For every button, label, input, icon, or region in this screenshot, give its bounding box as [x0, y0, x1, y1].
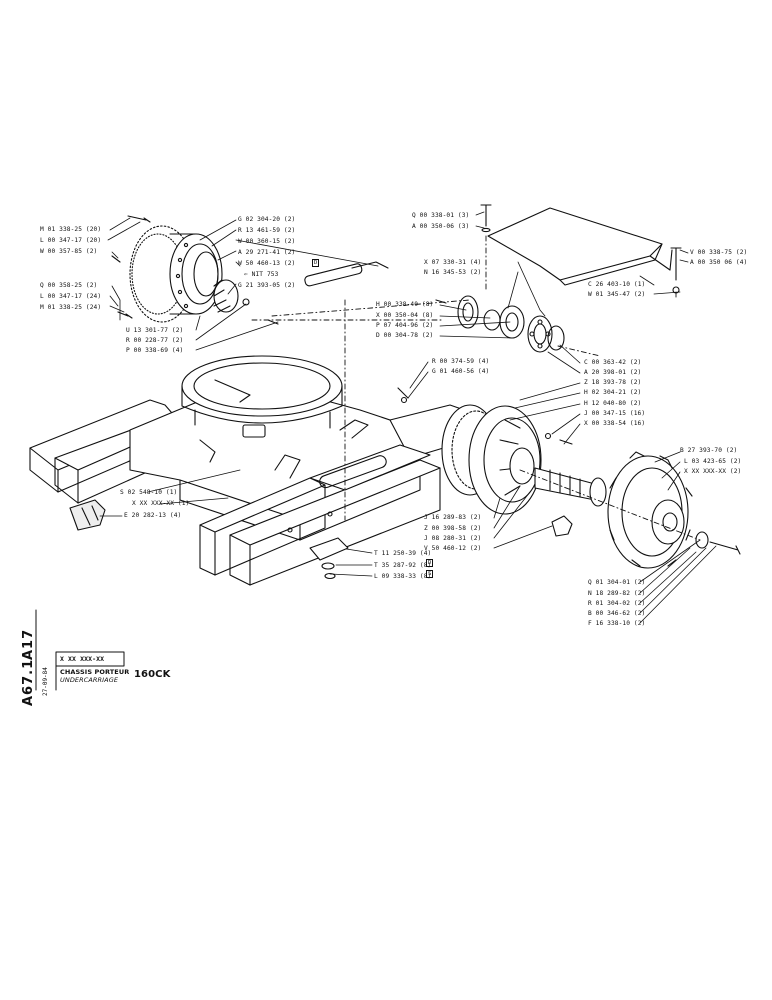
part-label: X 07 330-31 (4) [424, 259, 482, 266]
part-label: V 50 460-12 (2) [424, 545, 482, 552]
title-fr: CHASSIS PORTEUR [60, 668, 130, 676]
part-label: U 13 301-77 (2) [126, 327, 184, 334]
part-label: H 12 040-80 (2) [584, 400, 642, 407]
center-lines [251, 235, 701, 541]
idler-sprocket [607, 451, 741, 569]
part-label: X XX XXX-XX (1) [132, 500, 190, 507]
part-label: J 00 347-15 (16) [584, 410, 646, 417]
part-label: L 00 347-17 (24) [40, 293, 102, 300]
part-label: W 00 360-15 (2) [238, 238, 296, 245]
drive-shaft [534, 467, 607, 507]
part-label: E 20 282-13 (4) [124, 512, 182, 519]
part-label: L 00 347-17 (20) [40, 237, 102, 244]
part-label: Z 18 393-78 (2) [584, 379, 642, 386]
part-label: Z 00 398-58 (2) [424, 525, 482, 532]
part-label: W 00 357-85 (2) [40, 248, 98, 255]
part-label: M 01 338-25 (20) [40, 226, 102, 233]
part-label: C 26 403-10 (1) [588, 281, 646, 288]
part-label: B 27 393-70 (2) [680, 447, 738, 454]
part-label: R 01 304-02 (2) [588, 600, 646, 607]
part-label: T 35 287-92 (8) [374, 562, 432, 569]
part-label: Q 00 338-01 (3) [412, 212, 470, 219]
part-label: B 00 346-62 (2) [588, 610, 646, 617]
part-label: N 18 289-82 (2) [588, 590, 646, 597]
part-label: H 02 304-21 (2) [584, 389, 642, 396]
nit-reference: ⇐ NIT 753 [244, 271, 279, 278]
part-label: T 11 250-39 (4) [374, 550, 432, 557]
part-label: C 00 363-42 (2) [584, 359, 642, 366]
ref-box-d: D [312, 259, 320, 267]
pad-part [69, 499, 106, 531]
part-label: L 09 338-33 (8) [374, 573, 432, 580]
part-label: A 29 271-41 (2) [238, 249, 296, 256]
ref-box-d-lower: D [426, 559, 434, 567]
part-label: V 00 338-75 (2) [690, 249, 748, 256]
title-block-frame [35, 609, 125, 691]
drive-motor-assembly [111, 215, 389, 325]
part-label: R 00 228-77 (2) [126, 337, 184, 344]
section-code: A17 [21, 628, 36, 660]
part-label: A 00 350-06 (3) [412, 223, 470, 230]
part-label: P 07 404-96 (2) [376, 322, 434, 329]
part-label: R 00 374-59 (4) [432, 358, 490, 365]
part-label: S 02 548-10 (1) [120, 489, 178, 496]
drive-sprocket [441, 404, 573, 515]
part-label: J 08 280-31 (2) [424, 535, 482, 542]
part-label: X 00 338-54 (16) [584, 420, 646, 427]
part-label: G 01 460-56 (4) [432, 368, 490, 375]
title-en: UNDERCARRIAGE [60, 676, 119, 684]
guard-plate [480, 204, 682, 294]
model: 160CK [134, 669, 171, 680]
page-code: A67.1 [21, 658, 36, 706]
part-number: X XX XXX-XX [60, 655, 105, 663]
leader-lines [99, 211, 717, 624]
fastener-set [309, 387, 409, 580]
part-label: D 00 304-78 (2) [376, 332, 434, 339]
part-label: H 00 338-40 (8) [376, 301, 434, 308]
part-label: X 00 350-04 (8) [376, 312, 434, 319]
part-label: N 16 345-53 (2) [424, 269, 482, 276]
part-label: A 00 350 06 (4) [690, 259, 748, 266]
part-label: P 00 338-69 (4) [126, 347, 184, 354]
part-label: Q 01 304-01 (2) [588, 579, 646, 586]
part-label: J 16 289-83 (2) [424, 514, 482, 521]
part-label: A 20 398-01 (2) [584, 369, 642, 376]
part-label: W 50 460-13 (2) [238, 260, 296, 267]
part-label: L 03 423-65 (2) [684, 458, 742, 465]
date: 27-09-84 [42, 667, 49, 696]
part-label: R 13 461-59 (2) [238, 227, 296, 234]
part-label: W 01 345-47 (2) [588, 291, 646, 298]
part-label: Q 00 358-25 (2) [40, 282, 98, 289]
ref-box-s: S [426, 570, 434, 578]
hub-insert [551, 515, 573, 537]
part-label: G 21 393-05 (2) [238, 282, 296, 289]
part-label: F 16 338-10 (2) [588, 620, 646, 627]
nit-label: NIT 753 [251, 271, 279, 278]
bearing-group [435, 295, 565, 353]
part-label: X XX XXX-XX (2) [684, 468, 742, 475]
part-label: M 01 338-25 (24) [40, 304, 102, 311]
part-label: G 02 304-20 (2) [238, 216, 296, 223]
